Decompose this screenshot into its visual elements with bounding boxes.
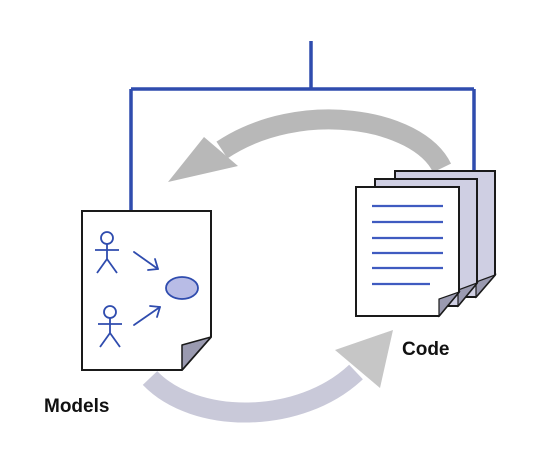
code-page-front-fold	[438, 290, 461, 318]
models-label: Models	[44, 396, 109, 417]
association-arrow-icon	[133, 251, 159, 271]
curved-arrow-left-icon	[168, 109, 452, 182]
code-document-stack-icon	[355, 170, 497, 318]
code-text-lines	[372, 204, 443, 286]
upper-arrow-head	[168, 137, 238, 182]
use-case-ellipse-icon	[165, 276, 199, 300]
curved-arrow-up-icon	[142, 330, 393, 423]
connector-lines	[129, 41, 476, 212]
uml-model-document-icon	[81, 210, 212, 371]
actor-figure-icon	[95, 231, 119, 274]
upper-arrow-body	[216, 109, 452, 174]
lower-arrow-head	[335, 330, 393, 388]
lower-arrow-body	[142, 364, 363, 423]
code-page-back-fold	[475, 273, 497, 299]
code-label: Code	[402, 339, 450, 360]
actor-figure-icon	[98, 305, 122, 348]
models-page-fold	[181, 336, 212, 371]
association-arrow-icon	[133, 305, 161, 326]
code-page-middle-fold	[457, 281, 479, 308]
